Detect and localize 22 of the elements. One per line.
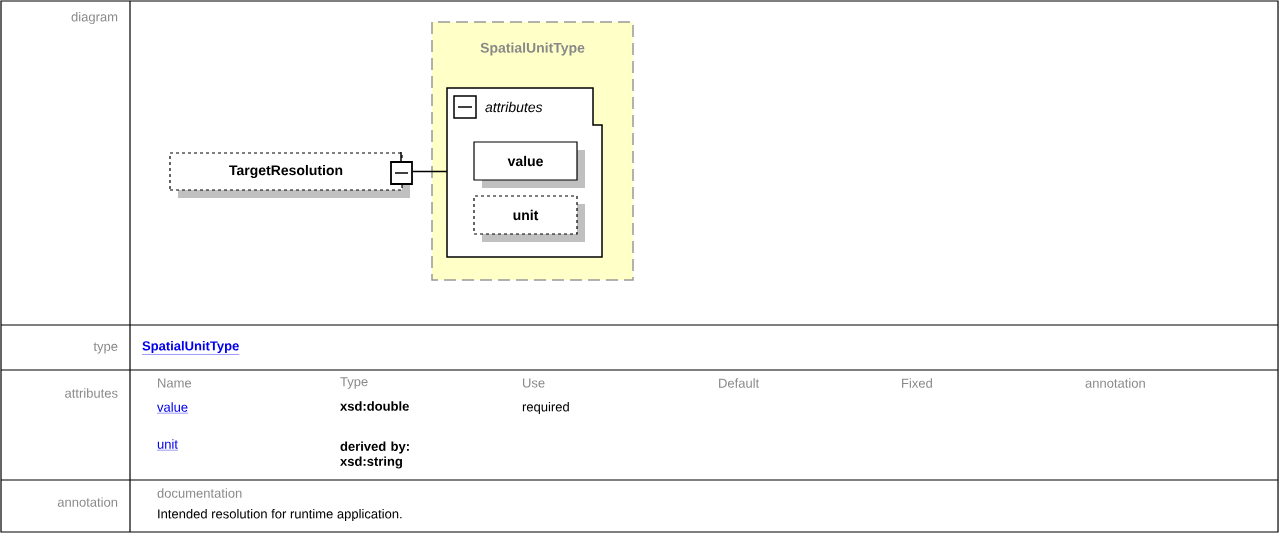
row-heading: annotation: [57, 497, 118, 507]
element-box: TargetResolution: [169, 151, 413, 198]
column-heading: Name: [158, 378, 192, 388]
attribute-link: value: [156, 402, 189, 414]
cell-text: derived by: xsd:string: [340, 441, 409, 469]
annotation-heading: documentation: [157, 488, 242, 498]
column-heading: Use: [523, 378, 545, 388]
attribute-link: unit: [156, 439, 179, 451]
row-heading: diagram: [71, 11, 118, 25]
cell-text: required: [522, 401, 569, 415]
element-box: unit: [473, 195, 585, 242]
column-heading: annotation: [1085, 378, 1145, 388]
type-link: SpatialUnitType: [141, 340, 240, 355]
row-heading: attributes: [65, 388, 118, 398]
documentation-text: Intended resolution for runtime application.: [158, 508, 402, 522]
cell-text: xsd:double: [340, 401, 409, 411]
column-heading: Type: [340, 377, 368, 389]
column-heading: Default: [719, 378, 760, 388]
connector-line: [412, 170, 448, 173]
row-heading: type: [93, 342, 118, 354]
element-box: value: [473, 141, 585, 188]
column-heading: Fixed: [902, 378, 932, 388]
